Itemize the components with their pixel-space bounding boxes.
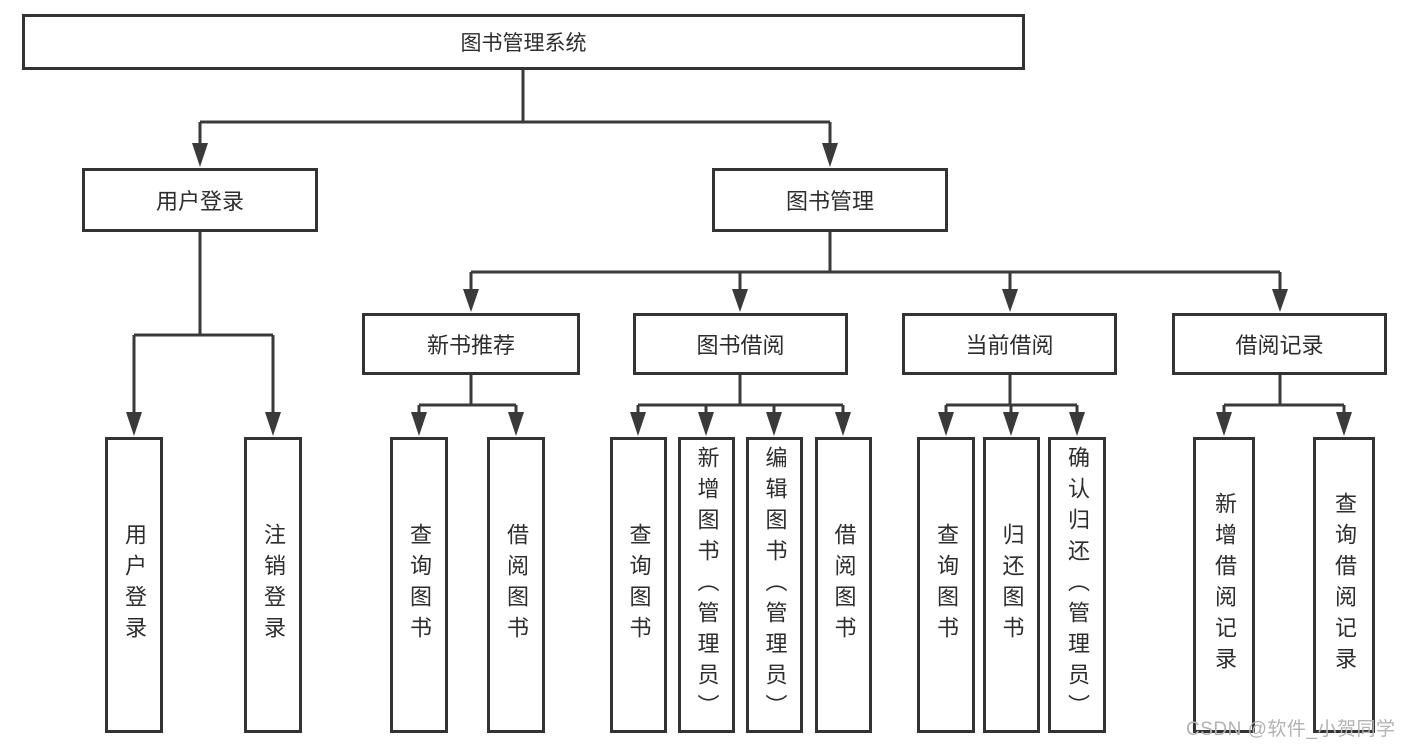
arrowhead-icon	[1003, 412, 1019, 436]
arrowhead-icon	[1216, 412, 1232, 436]
leaf-current-query-books: 查询图书	[917, 437, 975, 733]
edge-book-borrow-to-leaves	[630, 375, 851, 436]
leaf-borrow-borrow-books-label: 借阅图书	[831, 523, 857, 647]
edge-user-login-to-leaves	[126, 232, 281, 436]
node-borrow-records-label: 借阅记录	[1235, 333, 1324, 358]
arrowhead-icon	[126, 412, 142, 436]
edge-root-to-level2	[192, 70, 838, 167]
node-book-management: 图书管理	[712, 168, 948, 232]
node-borrow-records: 借阅记录	[1172, 313, 1387, 375]
arrowhead-icon	[698, 412, 714, 436]
arrowhead-icon	[411, 412, 427, 436]
leaf-edit-books-admin: 编辑图书（管理员）	[746, 437, 803, 733]
leaf-borrow-query-books: 查询图书	[610, 437, 667, 733]
arrowhead-icon	[1069, 412, 1085, 436]
arrowhead-icon	[630, 412, 646, 436]
node-book-management-label: 图书管理	[785, 189, 874, 214]
node-user-login-label: 用户登录	[155, 189, 244, 214]
leaf-logout-label: 注销登录	[261, 523, 286, 647]
node-root: 图书管理系统	[22, 14, 1025, 70]
leaf-query-borrow-record-label: 查询借阅记录	[1332, 492, 1357, 678]
leaf-borrow-borrow-books: 借阅图书	[815, 437, 872, 733]
leaf-confirm-return-admin-label: 确认归还（管理员）	[1065, 445, 1090, 725]
watermark-text: CSDN @软件_小贺同学	[1186, 719, 1396, 740]
leaf-add-borrow-record-label: 新增借阅记录	[1212, 492, 1237, 678]
node-current-borrow: 当前借阅	[902, 313, 1117, 375]
arrowhead-icon	[822, 143, 838, 167]
leaf-current-query-books-label: 查询图书	[934, 523, 959, 647]
arrowhead-icon	[938, 412, 954, 436]
edge-new-book-recommend-to-leaves	[411, 375, 524, 436]
arrowhead-icon	[1002, 289, 1018, 312]
arrowhead-icon	[463, 289, 479, 312]
arrowhead-icon	[835, 412, 851, 436]
leaf-add-books-admin: 新增图书（管理员）	[678, 437, 735, 733]
leaf-user-login: 用户登录	[105, 437, 163, 733]
leaf-edit-books-admin-label: 编辑图书（管理员）	[762, 445, 788, 725]
arrowhead-icon	[192, 143, 208, 167]
node-root-label: 图书管理系统	[460, 32, 587, 55]
leaf-recommend-query-books: 查询图书	[390, 437, 448, 733]
leaf-logout: 注销登录	[244, 437, 302, 733]
edge-current-borrow-to-leaves	[938, 375, 1085, 436]
leaf-query-borrow-record: 查询借阅记录	[1313, 437, 1375, 733]
leaf-add-books-admin-label: 新增图书（管理员）	[694, 445, 720, 725]
node-book-borrow: 图书借阅	[633, 313, 848, 375]
leaf-user-login-label: 用户登录	[122, 523, 147, 647]
arrowhead-icon	[265, 412, 281, 436]
node-user-login: 用户登录	[82, 168, 318, 232]
leaf-borrow-query-books-label: 查询图书	[626, 523, 652, 647]
node-new-book-recommend-label: 新书推荐	[426, 333, 515, 358]
node-new-book-recommend: 新书推荐	[362, 313, 580, 375]
leaf-recommend-borrow-books-label: 借阅图书	[504, 523, 529, 647]
leaf-add-borrow-record: 新增借阅记录	[1193, 437, 1255, 733]
arrowhead-icon	[732, 289, 748, 312]
arrowhead-icon	[1272, 289, 1288, 312]
arrowhead-icon	[1336, 412, 1352, 436]
leaf-confirm-return-admin: 确认归还（管理员）	[1048, 437, 1106, 733]
edge-book-management-to-level3	[463, 232, 1288, 312]
node-book-borrow-label: 图书借阅	[696, 333, 785, 358]
leaf-return-books-label: 归还图书	[999, 523, 1025, 647]
arrowhead-icon	[766, 412, 782, 436]
leaf-return-books: 归还图书	[983, 437, 1040, 733]
arrowhead-icon	[508, 412, 524, 436]
node-current-borrow-label: 当前借阅	[965, 333, 1054, 358]
leaf-recommend-borrow-books: 借阅图书	[487, 437, 545, 733]
edge-borrow-records-to-leaves	[1216, 375, 1352, 436]
leaf-recommend-query-books-label: 查询图书	[407, 523, 432, 647]
